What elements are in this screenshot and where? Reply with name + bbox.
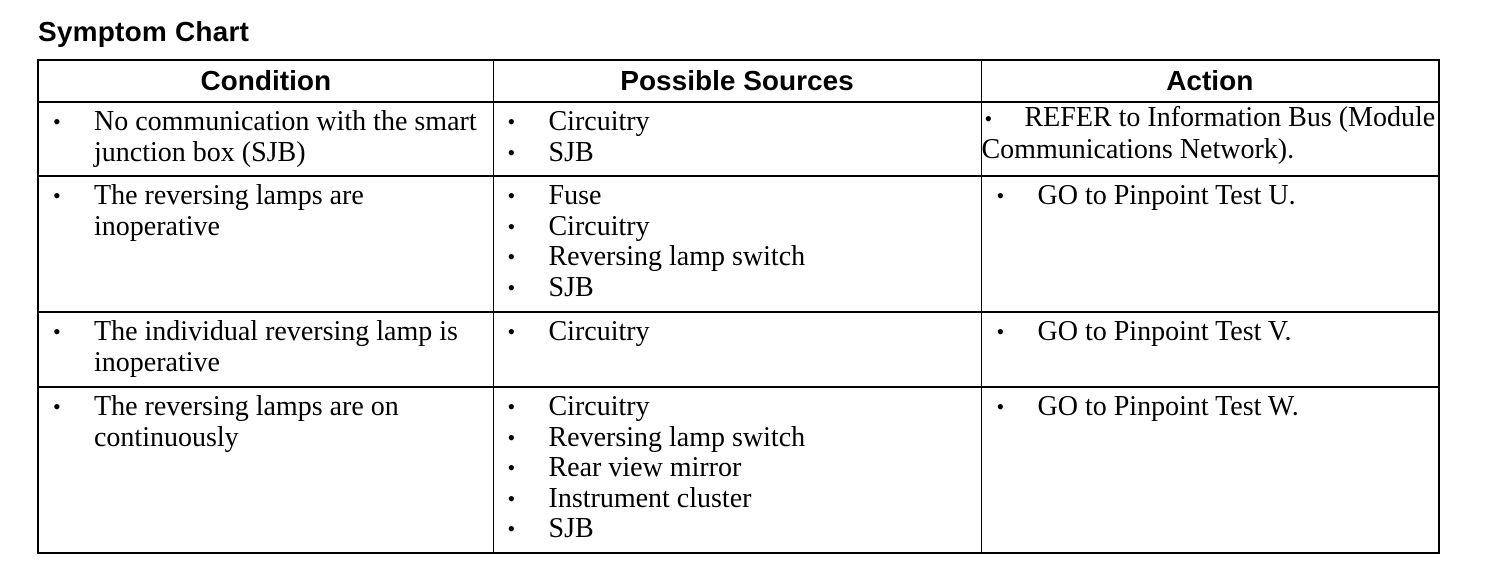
- condition-cell: • No communication with the smart junctio…: [37, 101, 494, 177]
- source-item: • Fuse: [494, 180, 981, 212]
- condition-cell: • The individual reversing lamp is inoper…: [37, 311, 494, 388]
- bullet-icon: •: [507, 424, 516, 450]
- source-item: • Circuitry: [494, 210, 981, 243]
- bullet-icon: •: [507, 213, 516, 239]
- bullet-icon: •: [53, 109, 61, 134]
- source-item: • Rear view mirror: [494, 452, 981, 484]
- bullet-icon: •: [53, 394, 61, 419]
- possible-sources-cell: •Fuse •Circuitry •Reversing lamp switch …: [492, 175, 982, 313]
- action-item: • GO to Pinpoint Test W.: [982, 391, 1439, 423]
- bullet-icon: •: [507, 244, 516, 269]
- bullet-icon: •: [507, 394, 516, 419]
- action-cell: • GO to Pinpoint Test U.: [980, 175, 1440, 313]
- source-text: Circuitry: [548, 106, 650, 137]
- source-text: Reversing lamp switch: [548, 421, 806, 453]
- symptom-chart-table: Condition Possible Sources Action • No co…: [37, 59, 1440, 554]
- bullet-icon: •: [996, 319, 1005, 344]
- condition-item: • The individual reversing lamp is inoper…: [39, 316, 493, 378]
- source-item: • SJB: [494, 513, 981, 545]
- source-item: • SJB: [494, 136, 981, 169]
- table-row: • The reversing lamps are inoperative • Fu…: [37, 175, 1440, 313]
- bullet-icon: •: [996, 394, 1005, 419]
- action-text: GO to Pinpoint Test W.: [1037, 391, 1299, 422]
- action-text: GO to Pinpoint Test V.: [1037, 316, 1292, 347]
- source-item: • SJB: [494, 271, 981, 304]
- bullet-icon: •: [507, 274, 516, 300]
- bullet-icon: •: [507, 319, 516, 344]
- action-item: • GO to Pinpoint Test V.: [982, 316, 1439, 348]
- bullet-icon: •: [507, 485, 516, 511]
- source-text: Fuse: [548, 180, 602, 211]
- bullet-icon: •: [984, 106, 993, 131]
- condition-item: • The reversing lamps are inoperative: [39, 180, 493, 242]
- condition-text: The reversing lamps are on continuously: [94, 391, 399, 453]
- source-text: SJB: [548, 271, 594, 303]
- condition-text: The individual reversing lamp is inopera…: [94, 316, 458, 378]
- possible-sources-cell: • Circuitry • SJB: [492, 101, 982, 177]
- source-text: Circuitry: [548, 316, 650, 347]
- possible-sources-cell: • Circuitry • Reversing lamp switch • Rear …: [492, 386, 982, 554]
- table-row: • The reversing lamps are on continuously…: [37, 386, 1440, 554]
- source-item: • Reversing lamp switch: [494, 421, 981, 454]
- possible-sources-column-header: Possible Sources: [492, 59, 982, 103]
- condition-cell: • The reversing lamps are on continuously: [37, 386, 494, 554]
- bullet-icon: •: [53, 183, 61, 208]
- page-title: Symptom Chart: [38, 16, 250, 47]
- source-text: Instrument cluster: [548, 482, 752, 514]
- bullet-icon: •: [507, 109, 516, 134]
- source-text: Circuitry: [548, 210, 650, 242]
- source-item: • Circuitry: [494, 106, 981, 138]
- source-item: • Instrument cluster: [494, 482, 981, 515]
- action-column-header: Action: [980, 59, 1440, 103]
- bullet-icon: •: [507, 516, 516, 541]
- action-item: •REFER to Information Bus (Module Commun…: [981, 102, 1439, 165]
- table-header-row: Condition Possible Sources Action: [37, 59, 1440, 103]
- action-text: GO to Pinpoint Test U.: [1037, 180, 1296, 211]
- table-row: • No communication with the smart junctio…: [37, 101, 1440, 177]
- bullet-icon: •: [53, 319, 61, 344]
- source-text: Rear view mirror: [548, 452, 742, 483]
- condition-cell: • The reversing lamps are inoperative: [37, 175, 494, 313]
- source-text: Circuitry: [548, 391, 650, 422]
- action-item: • GO to Pinpoint Test U.: [982, 180, 1439, 212]
- table-row: • The individual reversing lamp is inoper…: [37, 311, 1440, 388]
- bullet-icon: •: [507, 139, 516, 165]
- action-cell: • GO to Pinpoint Test W.: [980, 386, 1440, 554]
- source-item: • Reversing lamp switch: [494, 241, 981, 273]
- action-text: REFER to Information Bus (Module Communi…: [981, 102, 1436, 165]
- source-text: Reversing lamp switch: [548, 241, 806, 272]
- condition-item: • No communication with the smart junctio…: [39, 106, 493, 168]
- action-cell: •REFER to Information Bus (Module Commun…: [980, 101, 1440, 177]
- condition-text: The reversing lamps are inoperative: [94, 180, 364, 242]
- source-text: SJB: [548, 513, 594, 544]
- source-item: • Circuitry: [494, 391, 981, 423]
- action-cell: • GO to Pinpoint Test V.: [980, 311, 1440, 388]
- possible-sources-cell: • Circuitry: [492, 311, 982, 388]
- condition-text: No communication with the smart junction…: [94, 106, 477, 168]
- bullet-icon: •: [507, 455, 516, 480]
- source-text: SJB: [548, 136, 594, 168]
- condition-column-header: Condition: [37, 59, 494, 103]
- bullet-icon: •: [507, 183, 516, 208]
- bullet-icon: •: [996, 183, 1005, 208]
- condition-item: • The reversing lamps are on continuously: [39, 391, 493, 453]
- source-item: • Circuitry: [494, 316, 981, 348]
